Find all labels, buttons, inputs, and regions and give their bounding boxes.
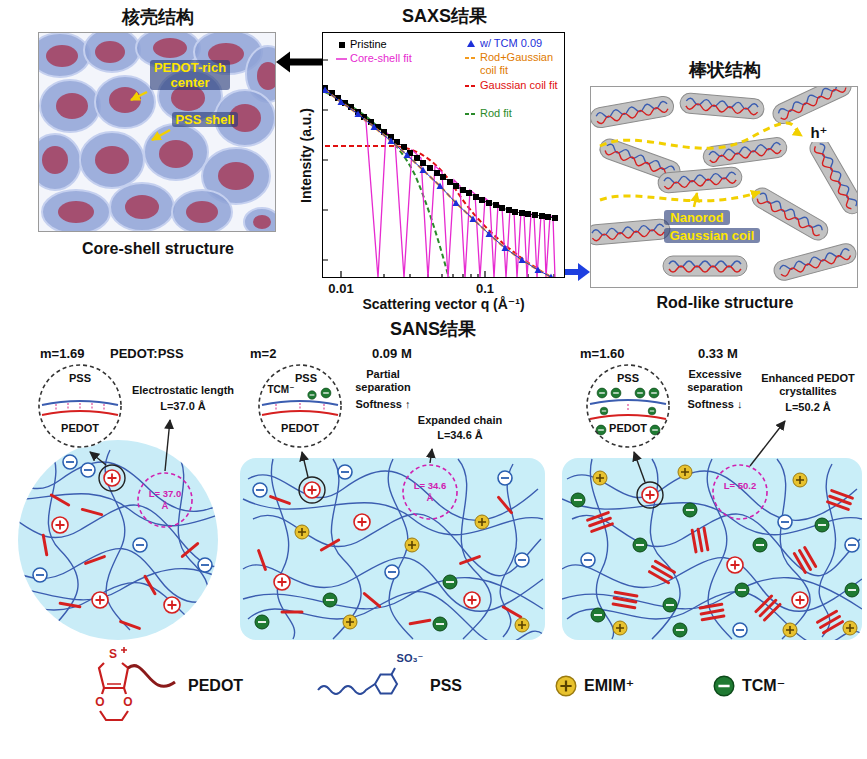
axis-title: Scattering vector q (Å⁻¹): [322, 296, 565, 313]
zoom-interior: [38, 364, 670, 448]
panel-tag: m=1.60: [580, 346, 624, 361]
atom-label: S: [106, 647, 120, 661]
connector-line: [287, 59, 322, 66]
panel-tag: PEDOT:PSS: [110, 346, 184, 361]
legend-text: Core-shell fit: [350, 52, 430, 65]
annotation: Softness ↓: [676, 398, 754, 411]
tcm-icon: [714, 676, 734, 696]
panel-heading: SAXS结果: [323, 5, 566, 27]
circle-outline-shape: [587, 365, 669, 447]
circle-outline-shape: [138, 473, 192, 527]
annotation: Enhanced PEDOT crystallites: [756, 372, 860, 398]
panel-caption: Core-shell structure: [39, 239, 277, 259]
connector-arrow: [565, 263, 590, 281]
annotation: Partial separation: [348, 368, 418, 394]
panel-heading: 核壳结构: [39, 6, 277, 28]
panel-caption: Rod-like structure: [591, 293, 859, 313]
chain-label: PSS: [64, 372, 96, 385]
chain-label: PEDOT: [275, 422, 325, 435]
legend-text: Rod+Gaussian coil fit: [480, 51, 560, 77]
leader-arrow: [131, 92, 147, 100]
zoom-ions: [308, 388, 660, 435]
tick-label: 0.01: [326, 281, 356, 296]
zoom-circle: PSS PEDOT: [586, 364, 670, 448]
panel-heading: 棒状结构: [591, 59, 859, 81]
callout-label: PSS shell: [172, 112, 238, 127]
annotation: Softness ↑: [348, 398, 418, 411]
legend-text: w/ TCM 0.09: [480, 37, 560, 50]
legend-text: EMIM⁺: [584, 676, 634, 695]
arrow-head: [276, 52, 290, 73]
callout-label: Gaussian coil: [664, 228, 760, 243]
zoom-circle: PSS PEDOT: [38, 364, 122, 448]
section-heading: SANS结果: [333, 318, 533, 340]
chart-frame: SAXS结果: [322, 32, 565, 278]
length-value: L= 37.0 Å: [148, 488, 182, 512]
circle-outline-shape: [713, 465, 767, 519]
panel-tag: m=1.69: [40, 346, 84, 361]
annotation: Expanded chain: [400, 414, 520, 427]
saxs-curves: [325, 88, 555, 278]
legend-text: Pristine: [350, 38, 430, 51]
chain-label: PEDOT: [55, 422, 105, 435]
legend-text: TCM⁻: [742, 676, 785, 695]
zoom-leaders: [90, 420, 785, 508]
zoom-circle: PSSTCM⁻ PEDOT: [258, 364, 342, 448]
circle-outline-shape: [39, 365, 121, 447]
arrow-head: [578, 263, 590, 281]
circle-outline-shape: [259, 365, 341, 447]
axis-title: Intensity (a.u.): [298, 76, 315, 236]
panel-tag: m=2: [250, 346, 276, 361]
length-circle: L= 37.0 Å: [137, 472, 193, 528]
atom-label: O: [94, 695, 106, 709]
length-value: L= 50.2: [723, 480, 757, 492]
annotation: L=37.0 Å: [128, 400, 238, 413]
legend-text: Gaussian coil fit: [480, 79, 560, 92]
panel-box: 棒状结构Rod-like structure: [590, 86, 858, 288]
annotation: L=34.6 Å: [400, 429, 520, 442]
annotation: Electrostatic length: [128, 384, 238, 397]
circle-outline: [712, 464, 768, 520]
core-shell-particles: [38, 32, 276, 232]
emim-icon: [556, 676, 576, 696]
ions: [33, 455, 859, 637]
callout-label: Nanorod: [664, 210, 730, 225]
chain-label: PSS: [290, 372, 322, 385]
pss-structure: [318, 668, 397, 694]
chain-label: PEDOT: [603, 422, 653, 435]
panel-tag: 0.09 M: [372, 346, 412, 361]
legend-text: Rod fit: [480, 107, 560, 120]
pss-mesh: [243, 459, 543, 640]
annotation: L=50.2 Å: [756, 401, 860, 414]
annotation: Excessive separation: [676, 368, 754, 394]
length-circle: L= 34.6 Å: [402, 464, 458, 520]
axis-ticks: [322, 60, 554, 278]
pss-mesh: [0, 450, 260, 636]
chain-label: PSS: [612, 372, 644, 385]
ion-label: TCM⁻: [266, 384, 296, 396]
chart-legend-samples: [336, 40, 477, 114]
callout-label: PEDOT-rich center: [150, 60, 230, 90]
connector-arrow: [276, 52, 322, 73]
tick-label: 0.1: [470, 281, 500, 296]
carrier-label: h⁺: [806, 124, 832, 142]
circle-outline-shape: [403, 465, 457, 519]
leader-arrow: [152, 130, 170, 140]
length-circle: L= 50.2: [712, 464, 768, 520]
length-value: L= 34.6 Å: [413, 480, 447, 504]
pedot-structure: [99, 647, 175, 720]
pss-mesh: [562, 459, 862, 640]
legend-text: PSS: [430, 676, 462, 695]
atom-label: O: [122, 695, 134, 709]
legend-text: PEDOT: [188, 676, 243, 695]
group-label: SO₃⁻: [392, 652, 428, 665]
nanorods: [590, 86, 858, 283]
leader-arrow: [694, 193, 697, 207]
panel-tag: 0.33 M: [698, 346, 738, 361]
